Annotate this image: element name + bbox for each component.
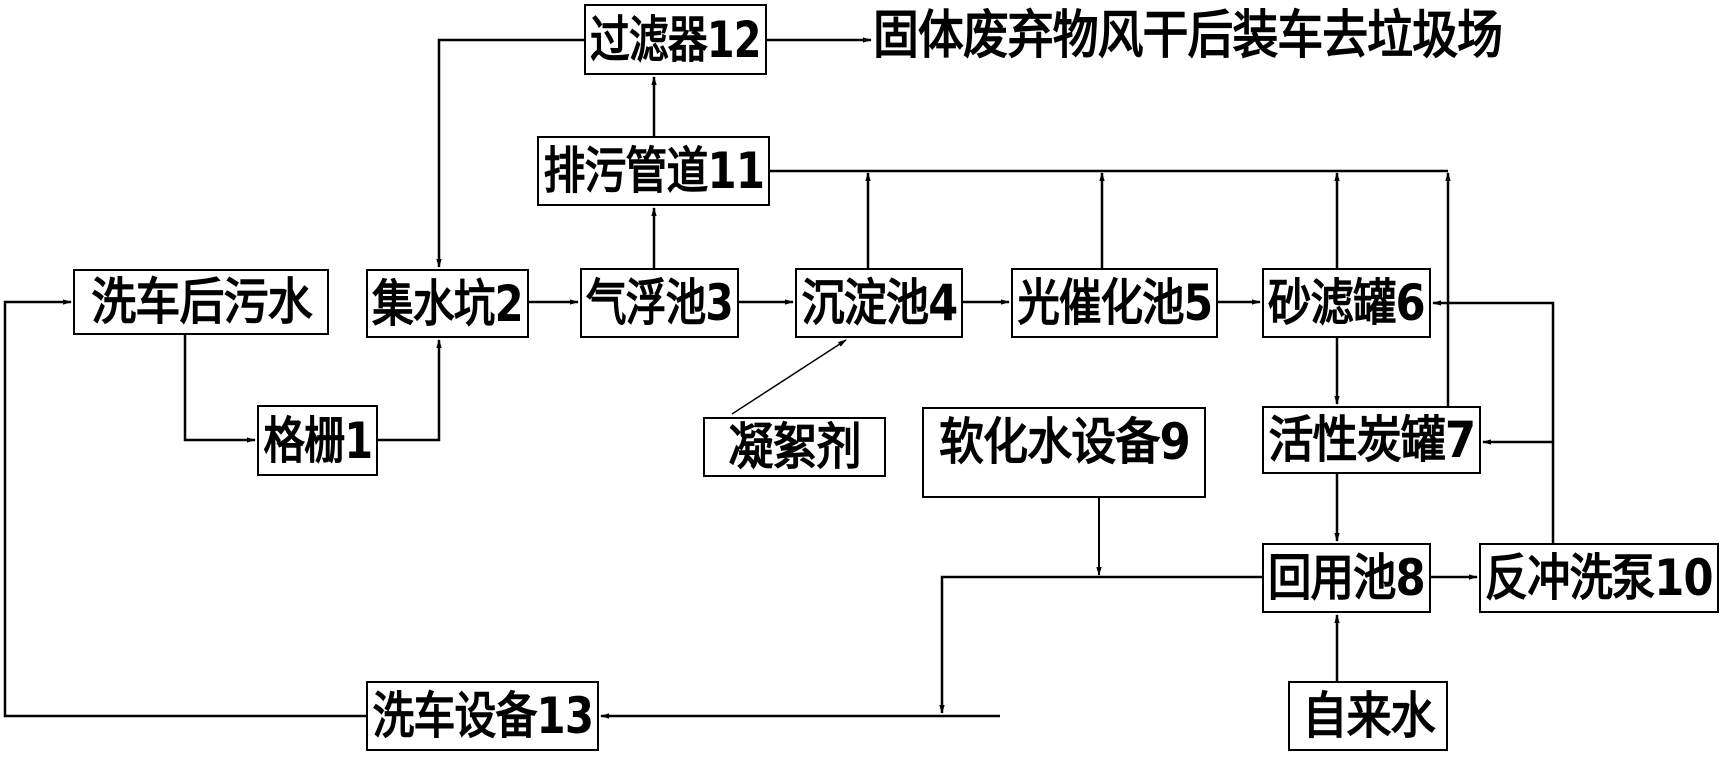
node-sedimentation: 沉淀池4 (795, 268, 963, 338)
node-flocculant: 凝絮剂 (703, 417, 886, 477)
node-sump: 集水坑2 (366, 269, 529, 338)
node-air-flotation: 气浮池3 (580, 268, 739, 338)
node-grille: 格栅1 (257, 405, 378, 476)
node-sand-filter: 砂滤罐6 (1262, 268, 1431, 338)
node-reuse-pool: 回用池8 (1262, 543, 1431, 613)
node-label: 自来水 (1301, 687, 1435, 745)
node-label: 过滤器12 (590, 10, 761, 69)
node-tap-water: 自来水 (1288, 681, 1448, 751)
node-carbon-tank: 活性炭罐7 (1262, 406, 1481, 474)
node-label: 反冲洗泵10 (1485, 549, 1714, 607)
node-filter: 过滤器12 (584, 4, 767, 75)
node-label: 洗车后污水 (90, 273, 312, 331)
node-label: 砂滤罐6 (1268, 274, 1426, 332)
edge-grille-to-sump (378, 339, 442, 442)
node-label: 格栅1 (263, 411, 373, 470)
node-label: 凝絮剂 (728, 418, 861, 476)
edge-backwash-to-carbon (1482, 439, 1555, 543)
node-label: 回用池8 (1268, 549, 1426, 607)
node-label: 气浮池3 (586, 274, 734, 332)
node-label: 集水坑2 (372, 274, 524, 333)
edge-wastewater-to-grille (183, 329, 256, 443)
node-label: 软化水设备9 (938, 413, 1191, 471)
disposal-label: 固体废弃物风干后装车去垃圾场 (873, 6, 1503, 66)
node-label: 光催化池5 (1017, 274, 1213, 332)
node-softener: 软化水设备9 (922, 407, 1206, 498)
node-label: 排污管道11 (543, 142, 764, 200)
node-sewage-pipe: 排污管道11 (537, 136, 770, 206)
edge-flocculant-to-sedimentation (731, 339, 847, 415)
node-label: 活性炭罐7 (1268, 411, 1476, 469)
node-wastewater: 洗车后污水 (73, 269, 329, 335)
node-photocatalysis: 光催化池5 (1011, 268, 1218, 338)
node-label: 沉淀池4 (801, 274, 958, 332)
edge-backwash-to-sandfilter (1432, 300, 1555, 442)
node-backwash-pump: 反冲洗泵10 (1479, 543, 1719, 613)
node-label: 洗车设备13 (372, 687, 593, 745)
edge-reuse-to-wash (939, 575, 1262, 714)
edge-wash-to-wastewater (3, 299, 366, 718)
edge-filter-to-sump (436, 38, 584, 268)
node-wash-equipment: 洗车设备13 (366, 681, 599, 751)
